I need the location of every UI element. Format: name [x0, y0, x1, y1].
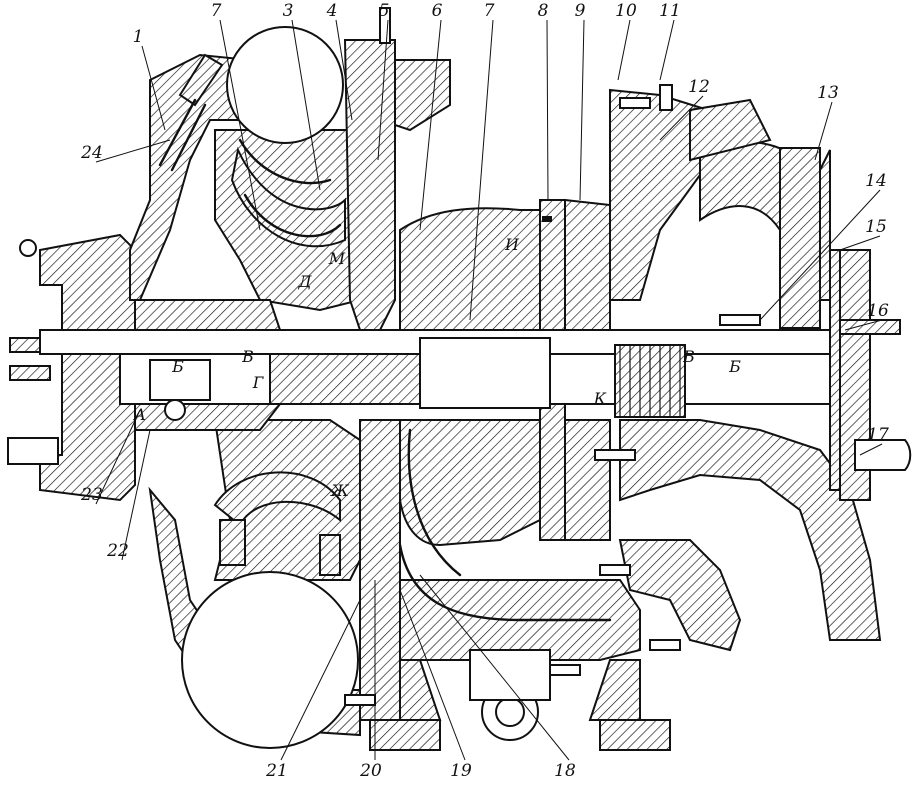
zone-letter-8: К [593, 389, 607, 408]
zone-letter-9: В [682, 347, 695, 366]
callout-leader-1 [141, 45, 166, 131]
callout-label-3: 3 [283, 1, 294, 21]
upper-volute-scroll [226, 26, 346, 248]
zone-letter-0: Д [297, 272, 312, 291]
callout-leader-22 [121, 429, 151, 561]
zone-letter-7: Ж [330, 481, 350, 500]
callout-leaders [95, 19, 883, 761]
callout-leader-19 [399, 589, 466, 761]
turbine-end-cover [839, 249, 912, 501]
callout-leader-18 [419, 574, 570, 761]
lower-volute-scroll [181, 471, 359, 749]
mounting-feet [369, 649, 671, 751]
callout-label-5: 5 [379, 1, 390, 21]
callout-leader-14 [759, 189, 881, 321]
callout-label-1: 1 [133, 27, 144, 47]
callout-leader-12 [659, 95, 704, 141]
callout-leader-6 [419, 19, 442, 231]
callout-label-12: 12 [688, 77, 710, 97]
callout-label-24: 24 [80, 143, 103, 163]
callout-label-13: 13 [817, 83, 839, 103]
callout-label-18: 18 [554, 761, 576, 781]
zone-letter-6: А [133, 405, 146, 424]
callout-leader-23 [95, 409, 141, 505]
callout-leader-13 [814, 101, 833, 161]
callout-label-11: 11 [659, 1, 681, 21]
callout-leader-5 [377, 19, 389, 161]
zone-letter-4: В [241, 347, 254, 366]
callout-label-14: 14 [865, 171, 887, 191]
callout-leader-10 [617, 19, 631, 81]
callout-label-8: 8 [538, 1, 549, 21]
callout-leader-8 [546, 19, 549, 201]
callout-label-17: 17 [867, 425, 889, 445]
zone-letter-3: Б [171, 357, 184, 376]
callout-label-16: 16 [867, 301, 889, 321]
compressor-side-bearing [134, 299, 283, 431]
callout-leader-7 [469, 19, 494, 321]
callout-label-9: 9 [575, 1, 586, 21]
callout-label-6: 6 [432, 1, 443, 21]
callout-label-15: 15 [865, 217, 887, 237]
callout-leader-24 [95, 139, 171, 163]
zone-letter-2: И [504, 235, 520, 254]
zone-letter-10: Б [728, 357, 741, 376]
callout-leader-4 [335, 19, 353, 121]
callout-leader-11 [659, 19, 675, 81]
compressor-end-cover [7, 233, 136, 502]
callout-label-4: 4 [326, 1, 338, 21]
oil-supply-pipe [158, 53, 224, 172]
callout-leader-9 [579, 19, 585, 201]
callout-label-10: 10 [615, 1, 637, 21]
callout-label-22: 22 [106, 541, 129, 561]
callout-label-19: 19 [450, 761, 472, 781]
zone-letter-5: Г [252, 373, 265, 392]
callout-label-23: 23 [80, 485, 103, 505]
callout-leader-17 [859, 443, 883, 456]
callout-leader-21 [280, 599, 361, 761]
rotor-shaft [39, 329, 841, 418]
zone-letter-1: М [328, 249, 346, 268]
callout-leader-3 [291, 19, 321, 191]
callout-leader-16 [844, 319, 883, 331]
fasteners [344, 7, 761, 706]
callout-label-21: 21 [265, 761, 288, 781]
callout-leader-15 [839, 235, 881, 251]
callout-label-7: 7 [211, 1, 222, 21]
callout-label-20: 20 [359, 761, 382, 781]
callout-label-7: 7 [484, 1, 495, 21]
callout-leader-7 [219, 19, 261, 231]
